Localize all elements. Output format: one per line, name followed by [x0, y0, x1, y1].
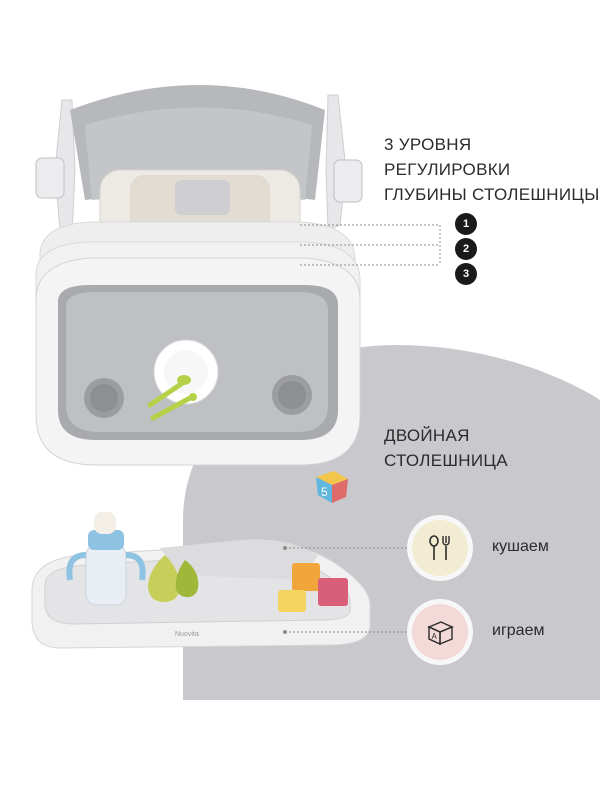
feature-label-play: играем [492, 622, 545, 639]
fork-spoon-icon [429, 535, 450, 560]
level-badge-2: 2 [455, 238, 477, 260]
svg-text:5: 5 [321, 485, 328, 499]
double-tray-heading-line2: СТОЛЕШНИЦА [384, 451, 508, 470]
toy-block-icon: A [427, 621, 454, 646]
brand-mark: Nuovita [175, 631, 199, 638]
depth-heading-line1: 3 УРОВНЯ РЕГУЛИРОВКИ [384, 135, 511, 179]
depth-heading: 3 УРОВНЯ РЕГУЛИРОВКИ ГЛУБИНЫ СТОЛЕШНИЦЫ [384, 132, 600, 207]
play-circle: A [412, 604, 468, 660]
eat-circle [412, 520, 468, 576]
feature-label-eat: кушаем [492, 538, 549, 555]
level-badge-3: 3 [455, 263, 477, 285]
double-tray-heading: ДВОЙНАЯ СТОЛЕШНИЦА [384, 423, 508, 473]
level-badge-1: 1 [455, 213, 477, 235]
svg-text:A: A [432, 632, 438, 641]
depth-heading-line2: ГЛУБИНЫ СТОЛЕШНИЦЫ [384, 185, 600, 204]
double-tray-heading-line1: ДВОЙНАЯ [384, 426, 470, 445]
toy-cube-image: 5 [316, 471, 348, 503]
